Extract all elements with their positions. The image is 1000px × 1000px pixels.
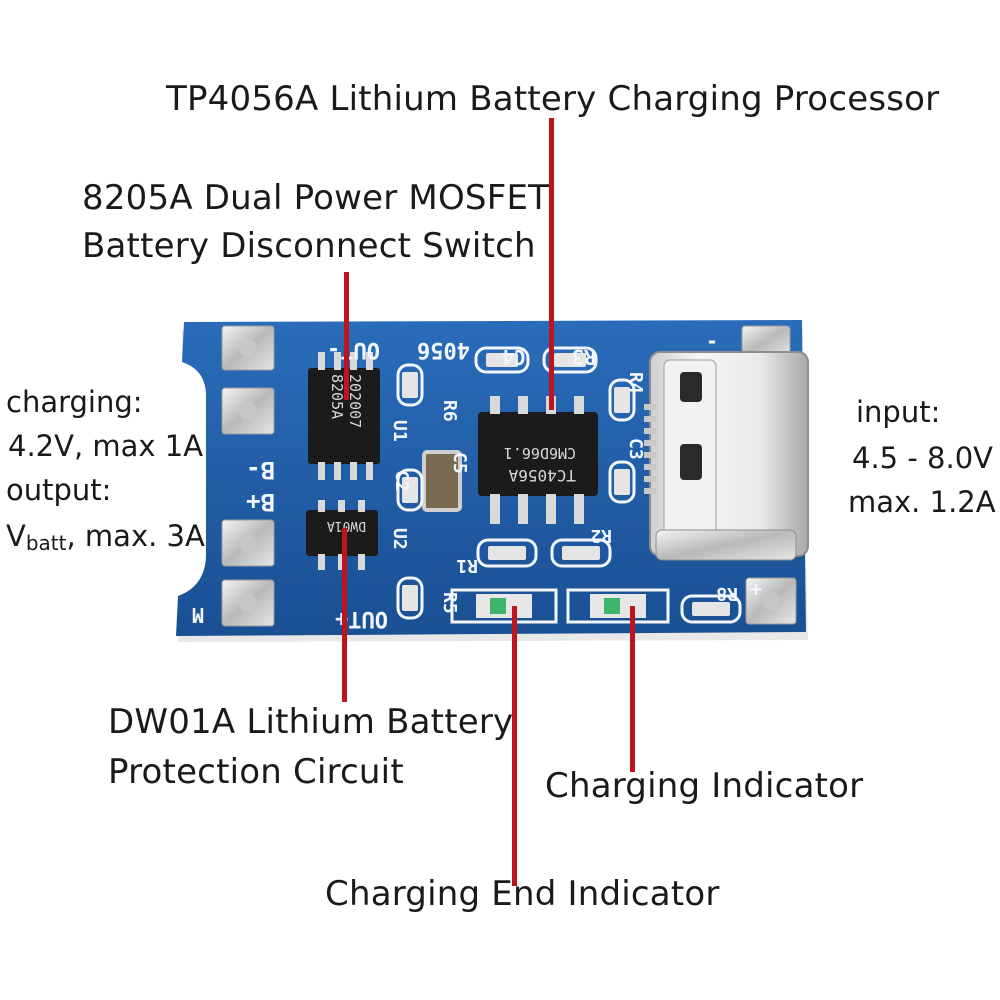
mosfet-marking-2: 202007 <box>346 374 364 428</box>
charger-marking-1: TC4056A <box>508 466 576 485</box>
spec-output-v: V <box>6 519 26 553</box>
pointer-mosfet <box>344 272 349 400</box>
silk-r5: R5 <box>439 592 460 614</box>
pointer-charging-indicator <box>630 606 635 772</box>
spec-input-range: 4.5 - 8.0V <box>852 441 993 475</box>
led-end <box>476 594 532 618</box>
silk-r2: R2 <box>590 525 612 546</box>
spec-output-rest: , max. 3A <box>66 519 205 553</box>
spec-input-title: input: <box>856 395 941 429</box>
silk-r4: R4 <box>625 372 646 394</box>
silk-b-minus: B- <box>246 456 275 484</box>
silk-minus: - <box>706 329 718 353</box>
smd-parts <box>402 353 730 616</box>
mosfet-marking-1: 8205A <box>328 374 346 419</box>
silk-r1: R1 <box>456 555 478 576</box>
pointer-processor <box>549 118 554 410</box>
silk-r8: R8 <box>716 583 738 604</box>
protection-marking: DW01A <box>327 518 366 533</box>
spec-output-value: Vbatt, max. 3A <box>6 514 205 565</box>
label-protection-1: DW01A Lithium Battery <box>108 702 514 742</box>
component-outlines <box>396 346 742 624</box>
silk-m: M <box>192 603 204 627</box>
silk-u1: U1 <box>389 420 410 442</box>
silk-model: 4056 <box>417 337 470 362</box>
silk-out-minus: OUT- <box>327 337 380 362</box>
spec-input-max: max. 1.2A <box>848 485 996 519</box>
silk-c2: C2 <box>391 470 412 492</box>
spec-charging-value: 4.2V, max 1A <box>8 429 204 463</box>
silk-plus: + <box>750 577 762 601</box>
spec-charging-title: charging: <box>6 385 143 419</box>
spec-output-title: output: <box>6 473 112 507</box>
silk-c3: C3 <box>625 438 646 460</box>
capacitor-c5 <box>422 450 462 512</box>
led-charging <box>590 594 646 618</box>
silk-c4: C4 <box>502 345 526 369</box>
silk-r3: R3 <box>572 345 596 369</box>
pointer-protection <box>342 528 347 702</box>
led-footprints <box>450 588 670 624</box>
label-charging-indicator: Charging Indicator <box>545 766 864 806</box>
spec-output-sub: batt <box>25 531 67 555</box>
usb-c-connector <box>644 351 809 561</box>
silk-u2: U2 <box>389 528 410 550</box>
silk-r6: R6 <box>439 400 460 422</box>
silk-b-plus: B+ <box>246 488 275 516</box>
label-mosfet-2: Battery Disconnect Switch <box>82 226 536 266</box>
label-end-indicator: Charging End Indicator <box>325 874 720 914</box>
pointer-end-indicator <box>512 606 517 886</box>
label-mosfet-1: 8205A Dual Power MOSFET <box>82 178 550 218</box>
silk-c5: C5 <box>449 452 470 474</box>
label-protection-2: Protection Circuit <box>108 752 404 792</box>
charger-marking-2: CM6D66.1 <box>504 444 576 462</box>
label-processor: TP4056A Lithium Battery Charging Process… <box>166 79 940 119</box>
mosfet-chip <box>308 352 380 480</box>
